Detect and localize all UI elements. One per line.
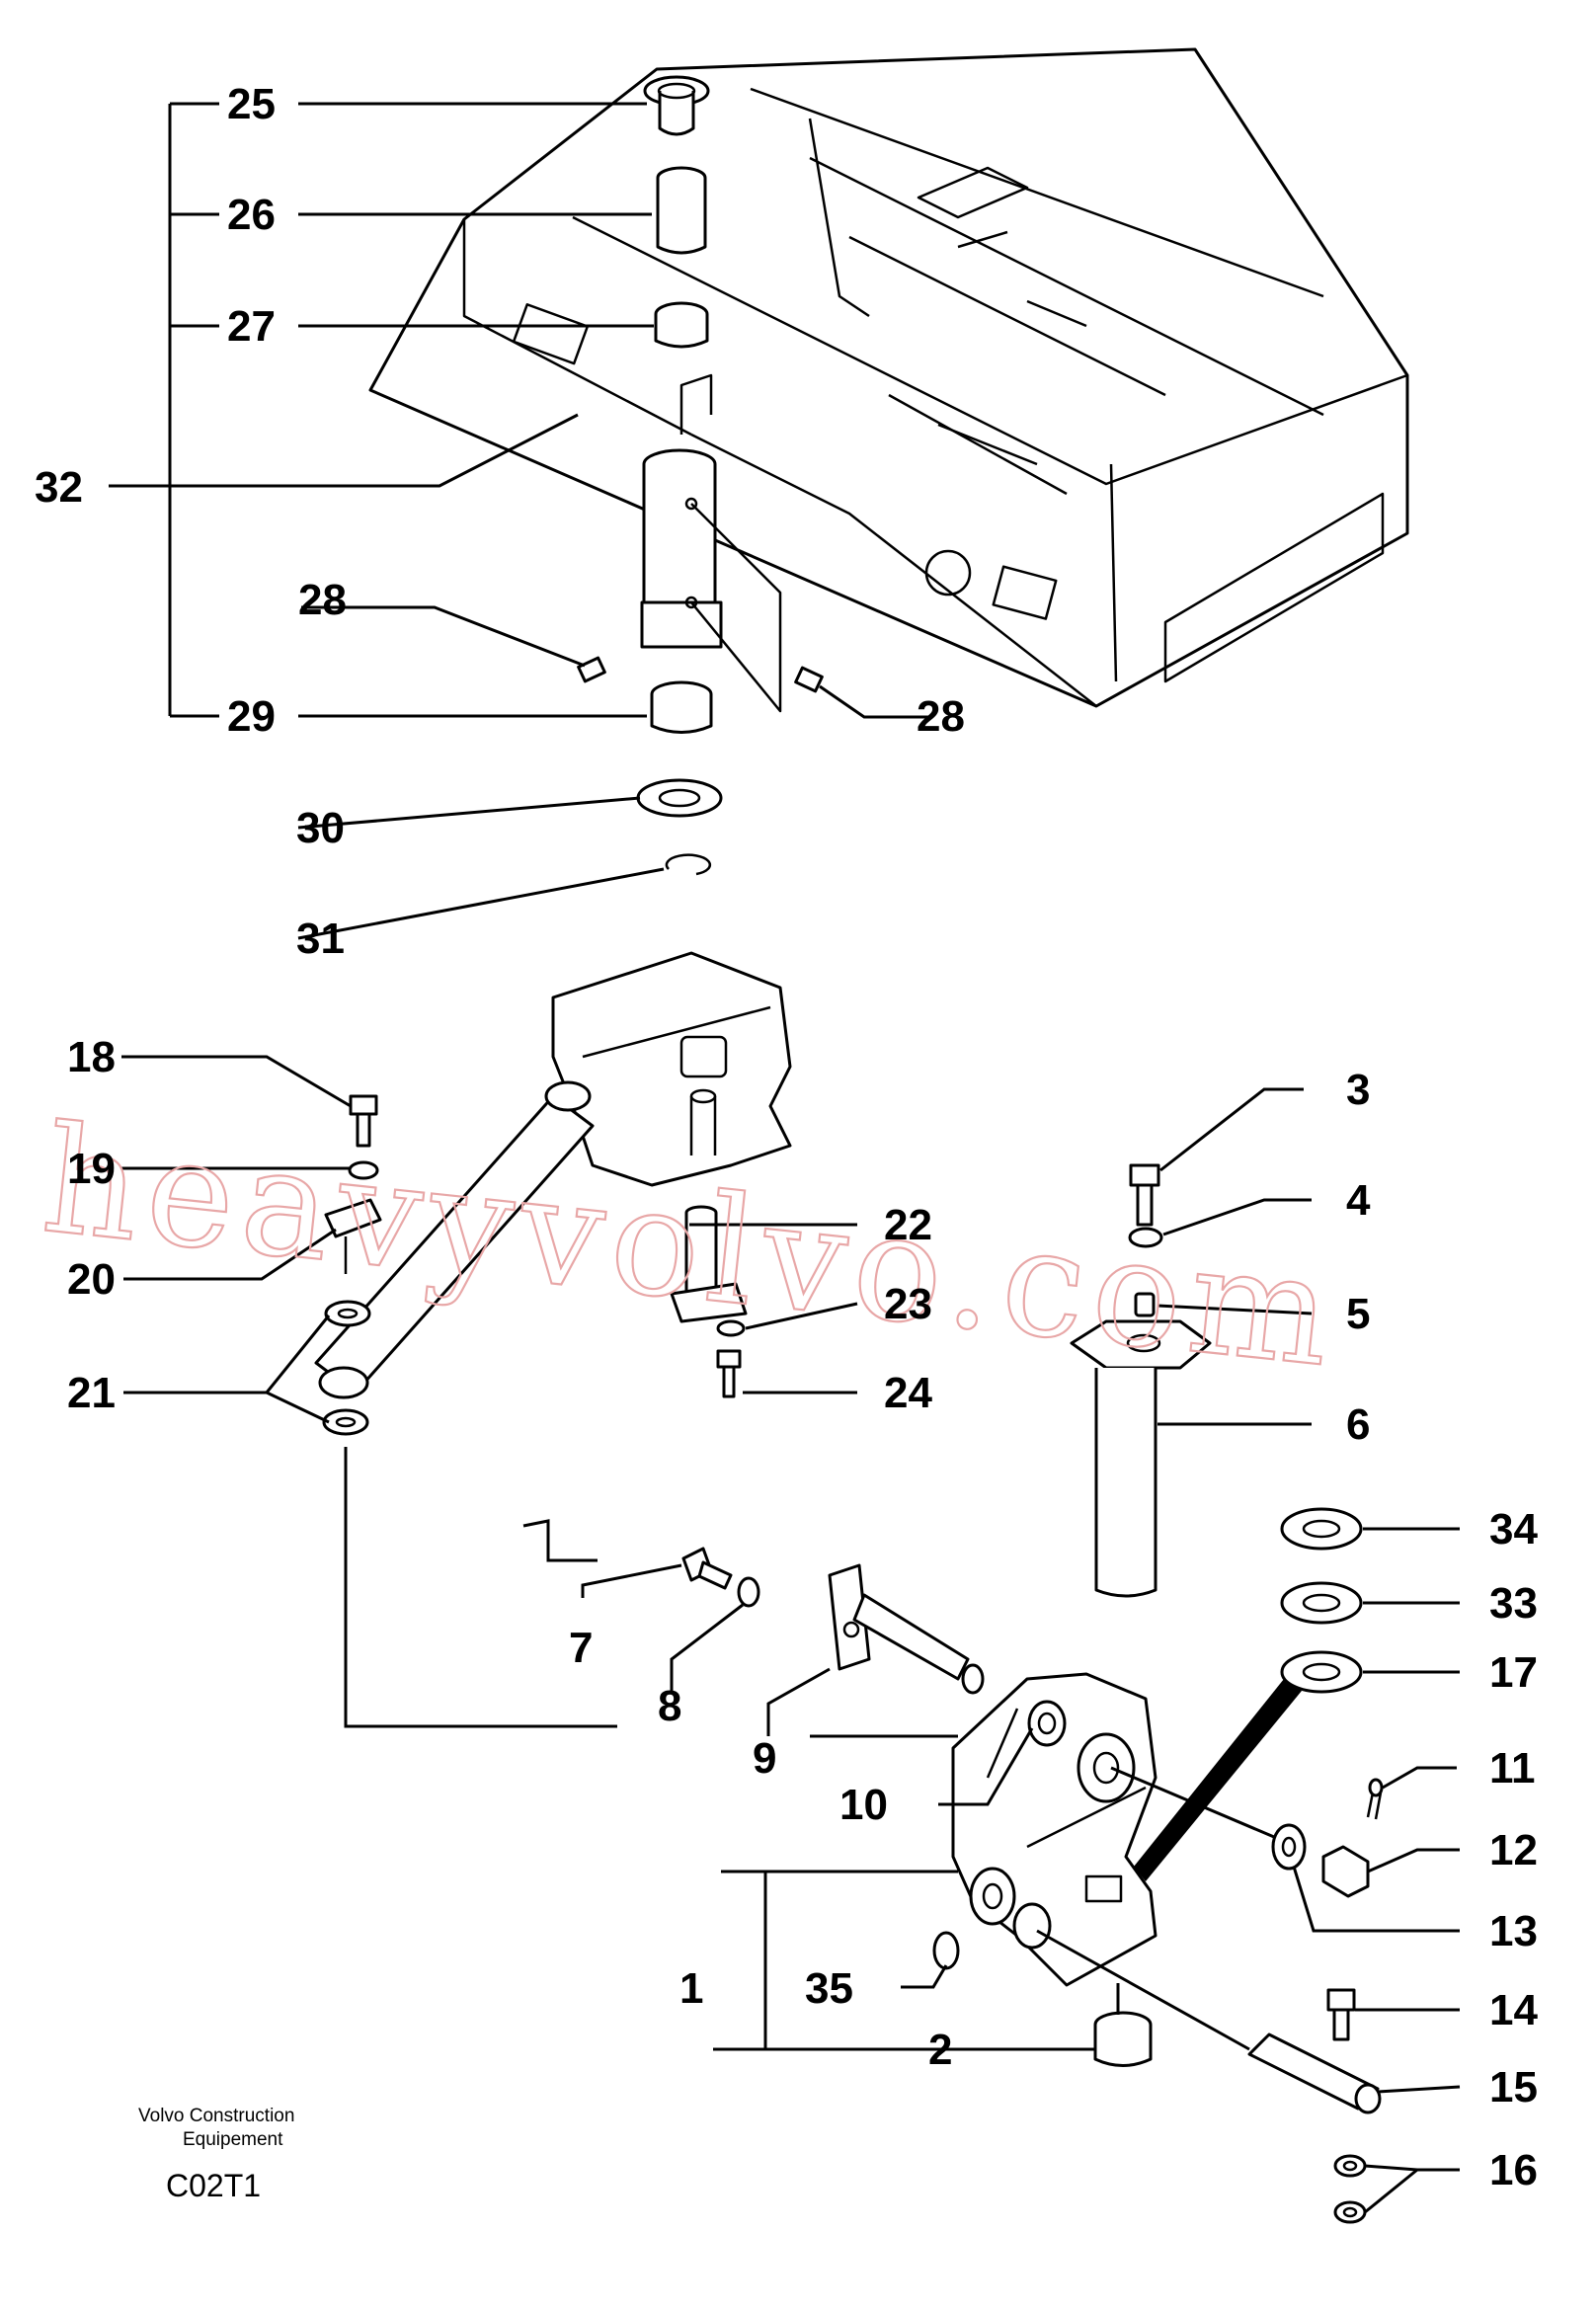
hydraulic-cylinder [314,1080,595,1399]
washer-13 [1271,1823,1307,1871]
label-19: 19 [67,1145,116,1193]
washer-19 [348,1160,379,1180]
label-32: 32 [35,463,83,512]
label-9: 9 [753,1734,776,1783]
bolt-3 [1129,1163,1160,1227]
label-26: 26 [227,191,276,239]
company-line-2: Equipement [183,2129,283,2150]
nut-16a [1333,2154,1367,2178]
leader-lines [109,102,1461,2214]
label-30: 30 [296,804,345,852]
pivot-bracket-1 [951,1672,1157,1987]
lubrication-wedge [1134,1679,1302,1881]
label-4: 4 [1346,1176,1371,1225]
label-28a: 28 [298,576,347,624]
washer-21b [322,1408,369,1436]
label-12: 12 [1489,1826,1538,1874]
label-18: 18 [67,1033,116,1081]
washer-21a [324,1300,371,1327]
label-34: 34 [1489,1505,1538,1554]
washer-35 [932,1931,960,1970]
label-10: 10 [839,1781,888,1829]
label-27: 27 [227,302,276,351]
washer-34 [1280,1507,1363,1551]
circlip-31 [665,853,712,876]
bolt-18 [349,1094,378,1148]
label-24: 24 [884,1369,932,1417]
nut-12 [1321,1845,1370,1898]
plate-20 [324,1198,382,1274]
washer-8 [737,1576,760,1608]
pin-9 [828,1563,985,1695]
pivot-pin-32 [640,448,782,713]
machine-frame [368,47,1409,708]
label-6: 6 [1346,1400,1370,1449]
label-35: 35 [805,1964,853,2013]
cylinder-mount-bracket [551,951,792,1187]
grease-nipple-28a [577,656,606,683]
bushing-26 [656,166,707,255]
label-25: 25 [227,80,276,128]
label-21: 21 [67,1369,116,1417]
label-2: 2 [928,2026,952,2074]
diagram-code: C02T1 [166,2168,261,2203]
bolt-24 [716,1349,742,1398]
label-29: 29 [227,692,276,741]
label-14: 14 [1489,1986,1538,2034]
label-1: 1 [679,1964,703,2013]
washer-23 [716,1319,746,1337]
label-31: 31 [296,915,345,963]
split-pin-11 [1366,1778,1384,1820]
pin-5 [1134,1292,1156,1317]
footer: Volvo Construction Equipement C02T1 [138,2106,294,2203]
label-33: 33 [1489,1579,1538,1628]
label-8: 8 [658,1682,681,1730]
label-3: 3 [1346,1066,1370,1114]
nut-16b [1333,2200,1367,2224]
pin-15 [1247,2032,1382,2114]
company-line-1: Volvo Construction [138,2106,294,2126]
bolt-7 [681,1547,733,1590]
washer-4 [1128,1227,1163,1248]
label-28b: 28 [917,692,965,741]
washer-30 [636,778,723,818]
label-23: 23 [884,1280,932,1328]
label-20: 20 [67,1255,116,1304]
pin-22 [670,1205,748,1323]
label-13: 13 [1489,1907,1538,1955]
grease-nipple-28b [794,666,824,693]
callout-labels: 25 26 27 32 28 29 28 30 31 18 19 20 21 2… [35,80,1538,2194]
label-11: 11 [1489,1744,1536,1793]
bushing-25 [643,75,710,136]
bolt-14 [1326,1988,1356,2041]
label-7: 7 [569,1624,593,1672]
washer-33 [1280,1581,1363,1625]
label-17: 17 [1489,1648,1538,1697]
label-5: 5 [1346,1290,1370,1338]
label-16: 16 [1489,2146,1538,2194]
label-22: 22 [884,1201,932,1249]
seal-27 [654,301,709,349]
label-15: 15 [1489,2063,1538,2112]
washer-17 [1280,1650,1363,1694]
king-pin-6 [1070,1319,1212,1598]
bushing-2 [1093,2011,1153,2067]
bushing-29 [650,680,713,734]
